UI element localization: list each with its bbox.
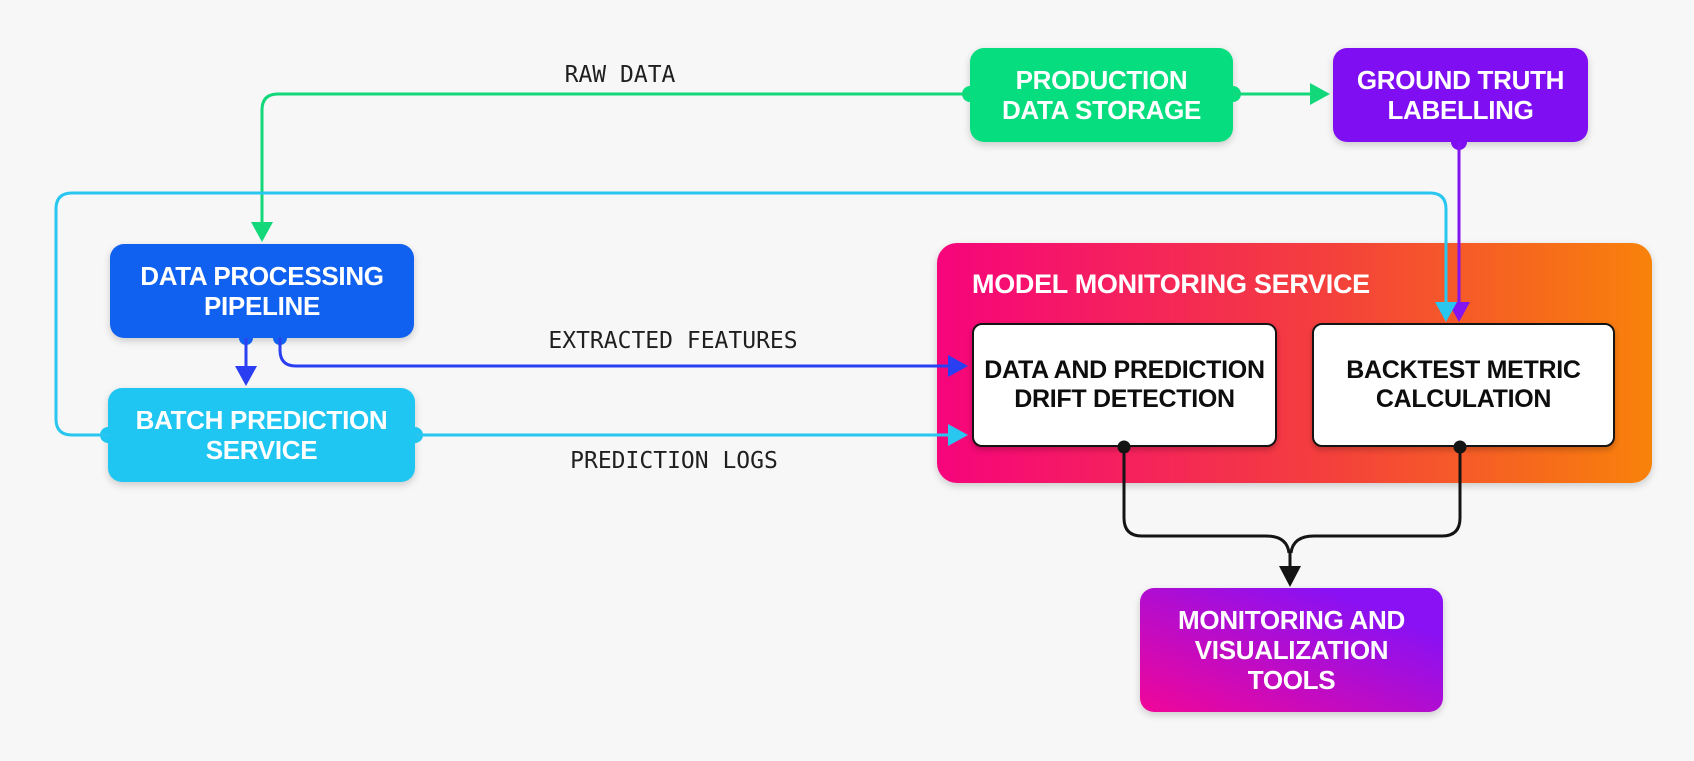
edge-label-raw-data: RAW DATA (564, 62, 676, 88)
arrowhead-storage-to-labelling (1310, 83, 1330, 105)
node-data-processing-pipeline: DATA PROCESSING PIPELINE (110, 244, 414, 338)
node-drift-detection: DATA AND PREDICTION DRIFT DETECTION (972, 323, 1277, 447)
node-label: DATA PROCESSING PIPELINE (140, 260, 384, 321)
arrowhead-raw-data (251, 222, 273, 242)
node-label: BATCH PREDICTION SERVICE (135, 404, 388, 465)
model-monitoring-service-title: MODEL MONITORING SERVICE (972, 269, 1370, 299)
node-batch-prediction-service: BATCH PREDICTION SERVICE (108, 388, 415, 482)
node-label: MONITORING AND VISUALIZATION TOOLS (1178, 604, 1405, 696)
node-label: PRODUCTION DATA STORAGE (1001, 64, 1202, 125)
arrowhead-merge-to-tools (1279, 566, 1301, 587)
node-label: BACKTEST METRIC CALCULATION (1346, 355, 1581, 414)
node-label: GROUND TRUTH LABELLING (1356, 64, 1565, 125)
node-ground-truth-labelling: GROUND TRUTH LABELLING (1333, 48, 1588, 142)
node-production-data-storage: PRODUCTION DATA STORAGE (970, 48, 1233, 142)
arrowhead-pipeline-to-batch (235, 366, 257, 386)
edge-raw-data (260, 92, 970, 222)
edge-label-extracted-features: EXTRACTED FEATURES (548, 328, 798, 354)
node-label: DATA AND PREDICTION DRIFT DETECTION (984, 355, 1265, 414)
edge-label-prediction-logs: PREDICTION LOGS (570, 448, 778, 474)
node-backtest-metric-calculation: BACKTEST METRIC CALCULATION (1312, 323, 1615, 447)
node-monitoring-visualization-tools: MONITORING AND VISUALIZATION TOOLS (1140, 588, 1443, 712)
